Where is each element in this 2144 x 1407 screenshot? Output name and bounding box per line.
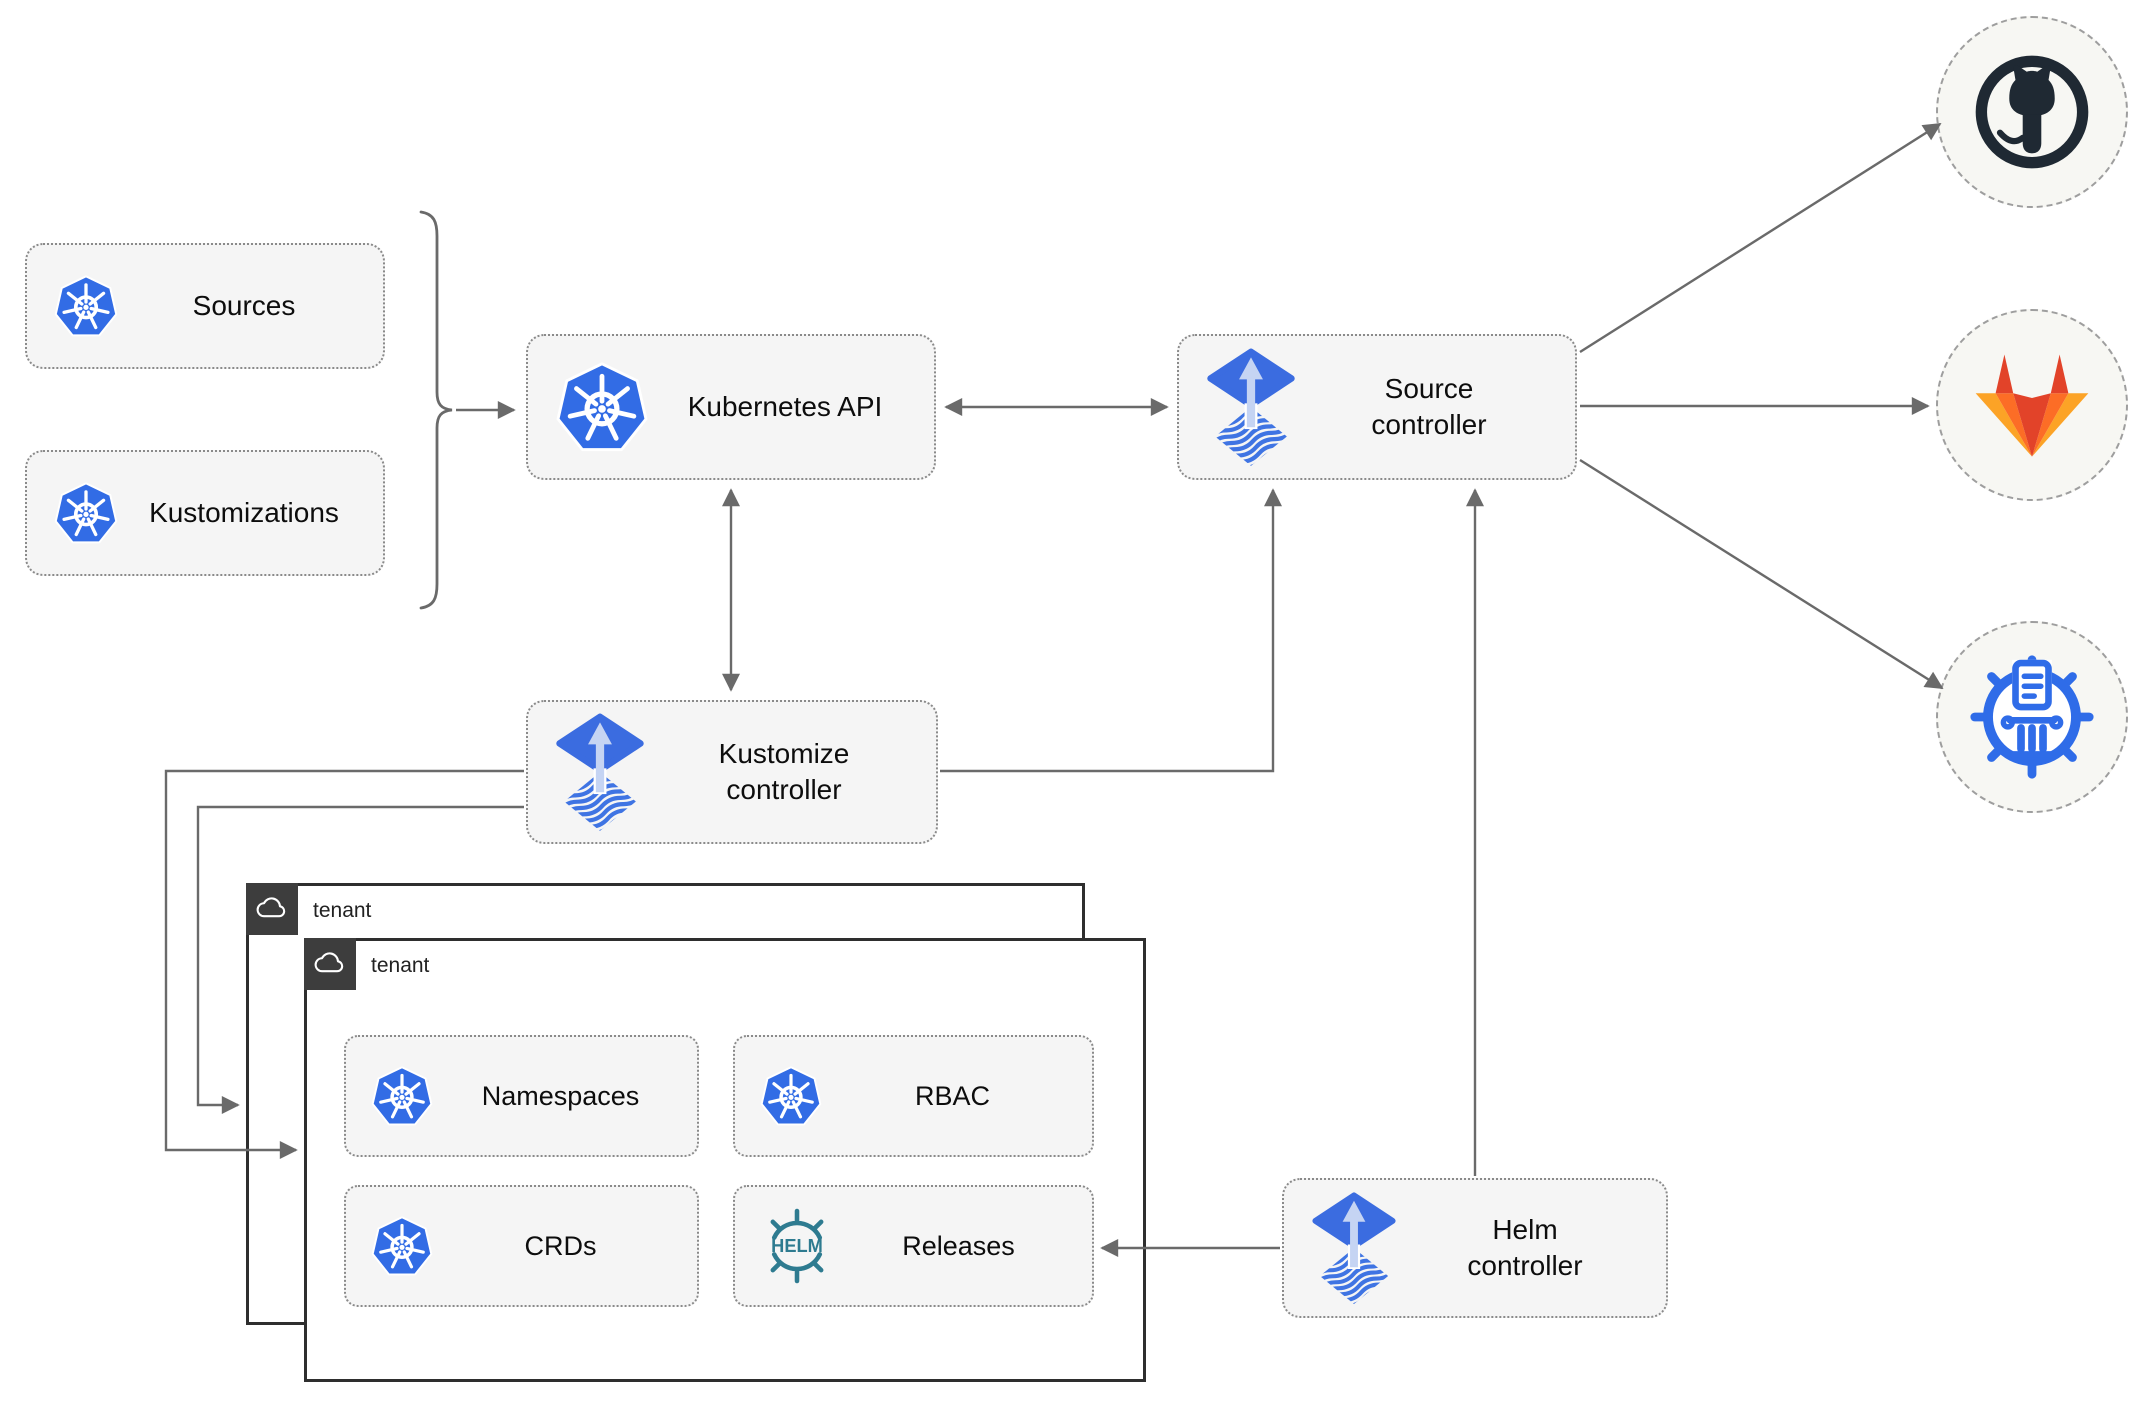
github-icon	[1975, 55, 2089, 169]
flux-icon	[554, 713, 646, 831]
gitlab-icon	[1975, 354, 2089, 457]
flux-icon	[1310, 1192, 1398, 1304]
github-endpoint	[1936, 16, 2128, 208]
kubernetes-api-node: Kubernetes API	[526, 334, 936, 480]
crds-node: CRDs	[344, 1185, 699, 1307]
releases-label: Releases	[902, 1230, 1015, 1261]
rbac-label: RBAC	[914, 1080, 990, 1111]
chartmuseum-endpoint	[1936, 621, 2128, 813]
kubernetes-icon	[53, 480, 119, 546]
connector-source-controller-to-github	[1579, 122, 1942, 354]
sources-label: Sources	[192, 289, 296, 321]
kubernetes-icon	[53, 273, 119, 339]
source-controller-label: Source controller	[1371, 372, 1487, 440]
source-controller-node: Source controller	[1177, 334, 1577, 480]
connector-kustomize-controller-to-source-controller	[940, 488, 1282, 773]
tenant-back-corner	[246, 883, 298, 935]
kubernetes-icon	[370, 1064, 434, 1128]
kustomizations-node: Kustomizations	[25, 450, 385, 576]
namespaces-label: Namespaces	[481, 1080, 640, 1111]
gitlab-endpoint	[1936, 309, 2128, 501]
kubernetes-icon	[554, 359, 650, 455]
tenant-front-label: tenant	[371, 954, 430, 977]
flux-icon	[1205, 348, 1297, 466]
kustomize-controller-label: Kustomize controller	[718, 737, 850, 805]
releases-node: HELM Releases	[733, 1185, 1094, 1307]
kubernetes-icon	[759, 1064, 823, 1128]
helm-controller-label: Helm controller	[1467, 1213, 1583, 1281]
cloud-icon	[255, 897, 289, 921]
cloud-icon	[313, 952, 347, 976]
namespaces-node: Namespaces	[344, 1035, 699, 1157]
helm-logo-icon: HELM	[759, 1208, 835, 1284]
tenant-box-front: tenant Namespaces RBAC CRDs	[304, 938, 1146, 1382]
kustomize-controller-node: Kustomize controller	[526, 700, 938, 844]
tenant-back-label: tenant	[313, 899, 372, 922]
helm-controller-node: Helm controller	[1282, 1178, 1668, 1318]
kubernetes-api-label: Kubernetes API	[687, 390, 883, 422]
svg-text:HELM: HELM	[771, 1235, 823, 1256]
crds-label: CRDs	[524, 1230, 597, 1261]
kustomizations-label: Kustomizations	[149, 496, 339, 528]
brace-resources	[419, 210, 453, 610]
sources-node: Sources	[25, 243, 385, 369]
connector-source-controller-to-chartmuseum	[1579, 458, 1944, 690]
kubernetes-icon	[370, 1214, 434, 1278]
chartmuseum-icon	[1970, 655, 2094, 779]
tenant-front-corner	[304, 938, 356, 990]
rbac-node: RBAC	[733, 1035, 1094, 1157]
